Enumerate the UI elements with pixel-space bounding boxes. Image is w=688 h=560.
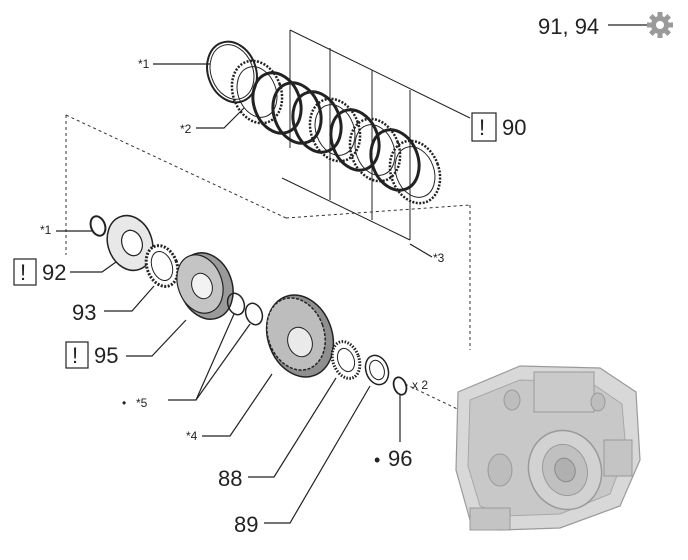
warning-box-icon-92	[13, 258, 37, 286]
snap-ring-top-inner	[209, 44, 255, 100]
note-x2: x 2	[412, 378, 428, 392]
bullet-96: •	[374, 450, 380, 470]
callout-92: 92	[42, 260, 66, 285]
ref-label-91-94: 91, 94	[538, 14, 599, 39]
warning-glyph-95: !	[72, 343, 78, 368]
clutch-discs-stack	[230, 59, 442, 205]
warning-box-icon-95	[65, 341, 89, 369]
note-5-leader-a	[168, 313, 235, 401]
callout-92-leader	[70, 261, 117, 273]
note-4-leader	[202, 373, 273, 437]
part-95-drum	[176, 252, 234, 320]
note-1-top: *1	[138, 57, 150, 71]
callout-95: 95	[94, 343, 118, 368]
callout-88-leader	[248, 377, 337, 478]
part-4-hub	[265, 294, 335, 378]
note-5-leader-b	[195, 323, 251, 401]
snap-ring-left	[89, 215, 107, 237]
note-1-left: *1	[40, 223, 52, 237]
callout-88: 88	[218, 466, 242, 491]
warning-glyph-92: !	[20, 260, 26, 285]
o-ring-a	[226, 292, 246, 316]
snap-ring-top	[206, 40, 258, 104]
part-96-seal-ring	[392, 376, 408, 396]
transmission-housing	[455, 365, 641, 531]
part-88-needle-bearing	[330, 340, 362, 380]
part-92-plate	[106, 214, 154, 272]
callout-89-leader	[264, 385, 371, 524]
callout-96: 96	[388, 446, 412, 471]
callout-93: 93	[72, 300, 96, 325]
callout-95-leader	[126, 319, 187, 357]
warning-box-icon	[471, 112, 497, 142]
o-ring-b	[244, 302, 264, 326]
bullet-5: •	[122, 396, 126, 410]
callout-93-leader	[104, 285, 155, 312]
note-5: *5	[136, 396, 148, 410]
part-89-washer-inner	[369, 359, 385, 381]
part-93-bearing	[144, 244, 180, 288]
note-4: *4	[186, 429, 198, 443]
callout-90: 90	[502, 115, 526, 140]
warning-glyph-90: !	[479, 115, 485, 140]
note-3: *3	[433, 251, 445, 265]
note-2-leader	[196, 107, 245, 129]
note-2: *2	[180, 122, 192, 136]
note-3-leader	[409, 243, 433, 258]
gear-icon	[647, 12, 673, 38]
callout-89: 89	[234, 512, 258, 537]
